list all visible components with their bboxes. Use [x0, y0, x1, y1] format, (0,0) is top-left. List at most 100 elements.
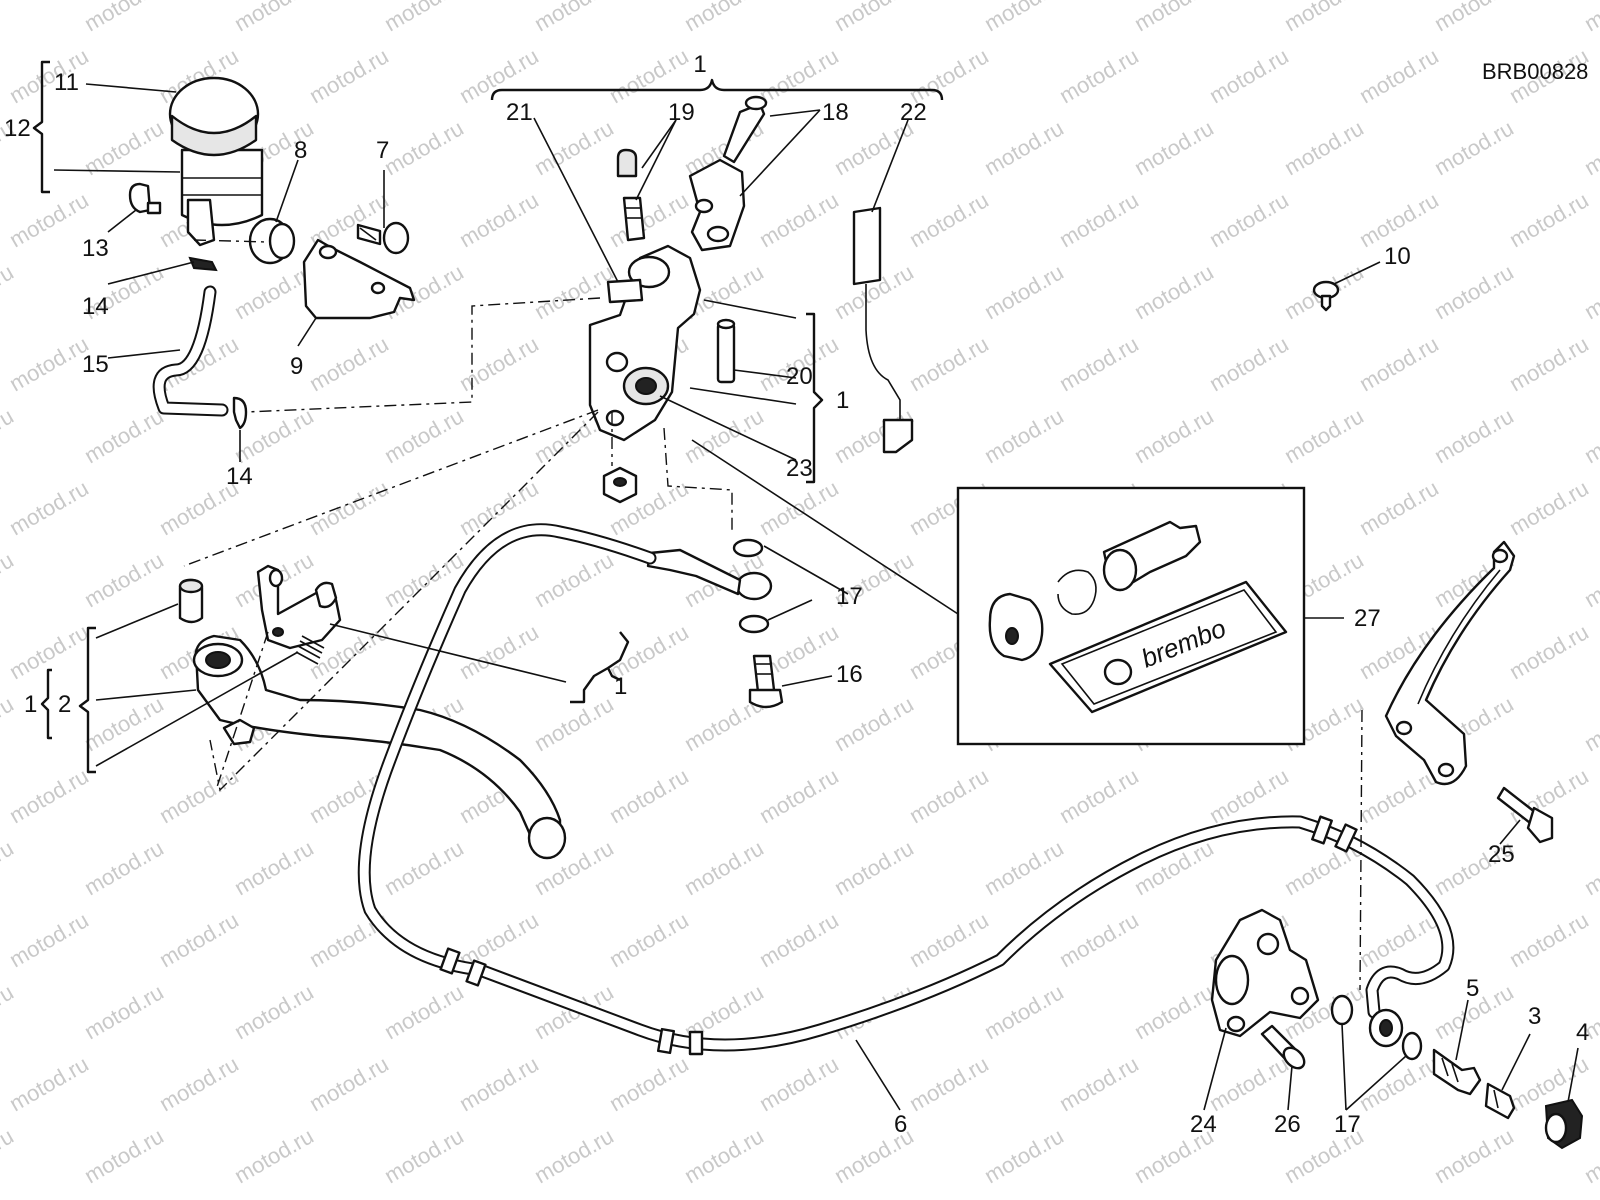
- watermark-text: motod.ru: [380, 835, 468, 900]
- watermark-text: motod.ru: [605, 1051, 693, 1116]
- reservoir-grommet: [248, 217, 296, 265]
- watermark-text: motod.ru: [455, 187, 543, 252]
- watermark-text: motod.ru: [380, 979, 468, 1044]
- watermark-text: motod.ru: [905, 907, 993, 972]
- watermark-text: motod.ru: [1130, 403, 1218, 468]
- watermark-text: motod.ru: [1055, 187, 1143, 252]
- callout-14-upper: 14: [82, 293, 109, 320]
- reservoir-mount-bolt: [128, 182, 162, 215]
- watermark-text: motod.ru: [1205, 43, 1293, 108]
- watermark-text: motod.ru: [80, 835, 168, 900]
- watermark-text: motod.ru: [455, 1195, 543, 1200]
- callout-19: 19: [668, 99, 695, 126]
- watermark-text: motod.ru: [1280, 0, 1368, 36]
- bleeder-valve-lower: [1484, 1082, 1516, 1120]
- watermark-text: motod.ru: [1130, 0, 1218, 36]
- watermark-text: motod.ru: [830, 0, 918, 36]
- watermark-text: motod.ru: [1580, 259, 1600, 324]
- callout-14-lower: 14: [226, 463, 253, 490]
- callout-3: 3: [1528, 1003, 1541, 1030]
- clutch-switch: [852, 206, 914, 454]
- watermark-text: motod.ru: [1055, 331, 1143, 396]
- callout-11: 11: [54, 69, 79, 96]
- watermark-text: motod.ru: [305, 475, 393, 540]
- watermark-text: motod.ru: [830, 691, 918, 756]
- watermark-text: motod.ru: [1505, 619, 1593, 684]
- watermark-text: motod.ru: [80, 691, 168, 756]
- watermark-text: motod.ru: [380, 1123, 468, 1188]
- support-plate: [1384, 540, 1516, 786]
- watermark-text: motod.ru: [1130, 979, 1218, 1044]
- watermark-text: motod.ru: [530, 115, 618, 180]
- callout-15: 15: [82, 351, 109, 378]
- support-plate-bolt: [1496, 786, 1554, 844]
- callout-12: 12: [4, 115, 31, 142]
- watermark-text: motod.ru: [1505, 187, 1593, 252]
- fluid-reservoir: [168, 76, 264, 247]
- watermark-text: motod.ru: [530, 1123, 618, 1188]
- callout-23: 23: [786, 455, 813, 482]
- watermark-text: motod.ru: [1205, 331, 1293, 396]
- watermark-text: motod.ru: [0, 0, 18, 36]
- master-cylinder-body: [588, 244, 702, 442]
- lever-adjuster: [256, 564, 342, 650]
- watermark-text: motod.ru: [1355, 475, 1443, 540]
- watermark-text: motod.ru: [1205, 187, 1293, 252]
- watermark-text: motod.ru: [305, 1195, 393, 1200]
- watermark-text: motod.ru: [980, 0, 1068, 36]
- callout-1-top: 1: [693, 51, 706, 78]
- assembly-bracket-top: [490, 78, 944, 101]
- watermark-text: motod.ru: [1430, 259, 1518, 324]
- watermark-text: motod.ru: [1055, 907, 1143, 972]
- repair-kit-box: brembo: [956, 486, 1306, 746]
- body-bracket-right: [806, 312, 824, 484]
- watermark-text: motod.ru: [1505, 907, 1593, 972]
- clutch-lever: [192, 634, 567, 860]
- reservoir-bracket-12: [32, 60, 50, 194]
- watermark-text: motod.ru: [1580, 403, 1600, 468]
- watermark-text: motod.ru: [680, 403, 768, 468]
- watermark-text: motod.ru: [80, 1123, 168, 1188]
- watermark-text: motod.ru: [980, 403, 1068, 468]
- watermark-text: motod.ru: [0, 691, 18, 756]
- watermark-text: motod.ru: [1580, 0, 1600, 36]
- watermark-text: motod.ru: [1280, 115, 1368, 180]
- watermark-text: motod.ru: [155, 1195, 243, 1200]
- callout-17-lower: 17: [1334, 1111, 1361, 1138]
- watermark-text: motod.ru: [0, 547, 18, 612]
- callout-1-left: 1: [24, 691, 37, 718]
- watermark-text: motod.ru: [230, 1123, 318, 1188]
- watermark-text: motod.ru: [1505, 475, 1593, 540]
- watermark-text: motod.ru: [605, 763, 693, 828]
- leader-lines: [53, 83, 1579, 1111]
- watermark-text: motod.ru: [905, 1051, 993, 1116]
- watermark-text: motod.ru: [0, 1123, 18, 1188]
- banjo-fitting-upper: [646, 538, 773, 634]
- watermark-text: motod.ru: [1205, 1051, 1293, 1116]
- watermark-text: motod.ru: [1355, 1051, 1443, 1116]
- watermark-text: motod.ru: [680, 835, 768, 900]
- watermark-text: motod.ru: [5, 763, 93, 828]
- callout-1-right: 1: [836, 387, 849, 414]
- lever-bracket-1: [40, 668, 52, 740]
- watermark-text: motod.ru: [5, 1195, 93, 1200]
- watermark-text: motod.ru: [0, 835, 18, 900]
- watermark-text: motod.ru: [1055, 763, 1143, 828]
- banjo-bolt-upper: [748, 654, 784, 709]
- watermark-text: motod.ru: [380, 0, 468, 36]
- callout-8: 8: [294, 137, 307, 164]
- watermark-text: motod.ru: [1130, 259, 1218, 324]
- bleeder-cap: [1544, 1098, 1584, 1150]
- callout-1-mid: 1: [614, 673, 627, 700]
- watermark-text: motod.ru: [155, 763, 243, 828]
- watermark-text: motod.ru: [305, 331, 393, 396]
- watermark-text: motod.ru: [755, 1195, 843, 1200]
- watermark-text: motod.ru: [980, 979, 1068, 1044]
- callout-10: 10: [1384, 243, 1411, 270]
- slave-cylinder: [1210, 908, 1320, 1038]
- callout-13: 13: [82, 235, 109, 262]
- callout-5: 5: [1466, 975, 1479, 1002]
- clutch-hose: [357, 523, 1455, 1056]
- watermark-text: motod.ru: [980, 835, 1068, 900]
- watermark-text: motod.ru: [530, 547, 618, 612]
